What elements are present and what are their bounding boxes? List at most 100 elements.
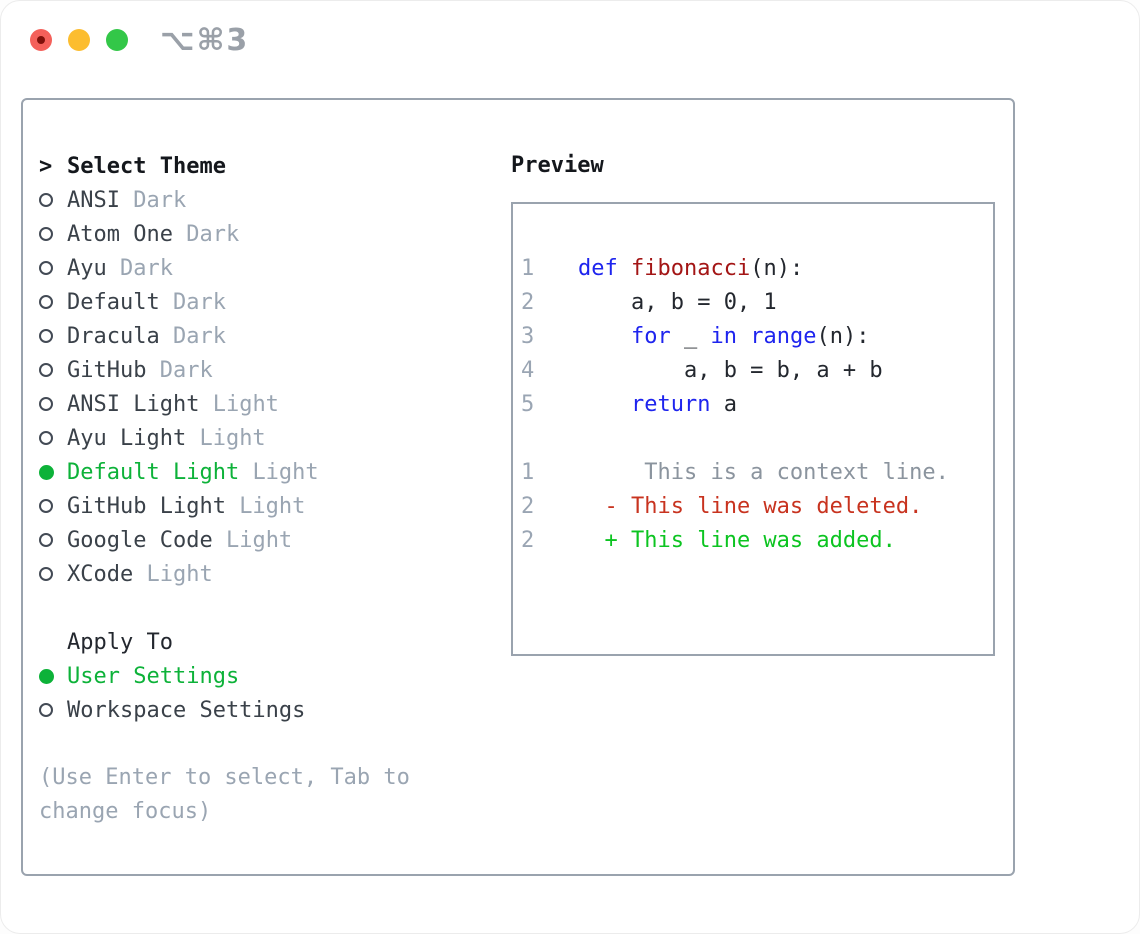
token-kw: return — [630, 392, 711, 417]
token-add: + This line was added. — [578, 528, 896, 553]
theme-variant-label: Light — [199, 425, 266, 451]
line-number: 5 — [521, 392, 535, 417]
apply-option-label: Workspace Settings — [67, 697, 306, 723]
radio-icon — [39, 363, 53, 377]
theme-name: Atom One — [67, 221, 187, 247]
radio-icon — [39, 431, 53, 445]
keyboard-hint-text: (Use Enter to select, Tab to change focu… — [39, 765, 410, 824]
theme-variant-label: Dark — [159, 357, 213, 383]
bullet-cell — [39, 261, 67, 275]
spacer — [39, 591, 479, 625]
theme-variant-label: Dark — [172, 323, 226, 349]
theme-option-google-code[interactable]: Google Code Light — [39, 523, 479, 557]
theme-option-github-light[interactable]: GitHub Light Light — [39, 489, 479, 523]
theme-name: XCode — [67, 561, 147, 587]
theme-name: Default — [67, 289, 173, 315]
line-number: 4 — [521, 358, 535, 383]
radio-icon — [39, 261, 53, 275]
token-pl: a, b = 0, 1 — [578, 290, 777, 315]
radio-selected-icon — [39, 464, 54, 480]
radio-icon — [39, 533, 53, 547]
radio-icon — [39, 397, 53, 411]
theme-option-ansi[interactable]: ANSI Dark — [39, 183, 479, 217]
blank-line — [521, 422, 993, 456]
minimize-button[interactable] — [68, 29, 90, 51]
radio-icon — [39, 499, 53, 513]
radio-icon — [39, 703, 53, 717]
theme-option-atom-one[interactable]: Atom One Dark — [39, 217, 479, 251]
code-line: 3 for _ in range(n): — [521, 320, 993, 354]
theme-name: Default Light — [67, 459, 253, 485]
window-title: ⌥⌘3 — [160, 22, 250, 58]
theme-variant-label: Light — [146, 561, 213, 587]
token-kw: range — [750, 324, 817, 349]
radio-selected-icon — [39, 668, 54, 684]
bullet-cell — [39, 499, 67, 513]
theme-variant-label: Light — [225, 527, 293, 553]
code-line: 2 - This line was deleted. — [521, 490, 993, 524]
theme-name: ANSI — [67, 187, 134, 213]
theme-variant-label: Light — [239, 493, 306, 519]
apply-to-header-row: Apply To — [39, 625, 479, 659]
bullet-cell — [39, 431, 67, 445]
theme-option-ayu[interactable]: Ayu Dark — [39, 251, 479, 285]
apply-option-workspace-settings[interactable]: Workspace Settings — [39, 693, 479, 727]
theme-name: Dracula — [67, 323, 173, 349]
code-line: 1 This is a context line. — [521, 456, 993, 490]
token-pl: a — [710, 392, 737, 417]
spacer — [39, 727, 479, 761]
theme-variant-label: Dark — [133, 187, 187, 213]
token-pl — [618, 256, 631, 281]
line-number: 2 — [521, 290, 535, 315]
theme-option-xcode[interactable]: XCode Light — [39, 557, 479, 591]
theme-variant-label: Dark — [119, 255, 173, 281]
line-number: 3 — [521, 324, 535, 349]
theme-option-github[interactable]: GitHub Dark — [39, 353, 479, 387]
maximize-button[interactable] — [106, 29, 128, 51]
line-number: 2 — [521, 528, 535, 553]
theme-option-default[interactable]: Default Dark — [39, 285, 479, 319]
theme-option-ayu-light[interactable]: Ayu Light Light — [39, 421, 479, 455]
preview-heading: Preview — [511, 153, 604, 178]
theme-option-ansi-light[interactable]: ANSI Light Light — [39, 387, 479, 421]
theme-name: GitHub — [67, 357, 160, 383]
token-pl — [737, 324, 750, 349]
theme-name: Ayu — [67, 255, 120, 281]
radio-icon — [39, 329, 53, 343]
line-number: 1 — [521, 460, 535, 485]
select-theme-heading: Select Theme — [67, 153, 226, 179]
bullet-cell — [39, 363, 67, 377]
close-button[interactable] — [30, 29, 52, 51]
bullet-cell — [39, 329, 67, 343]
token-kw: in — [710, 324, 737, 349]
apply-option-user-settings[interactable]: User Settings — [39, 659, 479, 693]
select-theme-header-row: > Select Theme — [39, 149, 479, 183]
theme-variant-label: Dark — [186, 221, 240, 247]
line-number: 1 — [521, 256, 535, 281]
token-pl: (n): — [816, 324, 870, 349]
line-number: 2 — [521, 494, 535, 519]
close-dot-icon — [37, 36, 45, 44]
token-kw: def — [578, 256, 618, 281]
code-preview-box: 1 def fibonacci (n): 2 a, b = 0, 1 3 for _ i… — [511, 202, 995, 656]
radio-icon — [39, 227, 53, 241]
token-pl: _ — [670, 324, 711, 349]
theme-option-dracula[interactable]: Dracula Dark — [39, 319, 479, 353]
theme-variant-label: Light — [252, 459, 319, 485]
bullet-cell — [39, 193, 67, 207]
token-fn: fibonacci — [631, 256, 751, 281]
theme-variant-label: Light — [212, 391, 279, 417]
bullet-cell — [39, 668, 67, 684]
bullet-cell — [39, 227, 67, 241]
bullet-cell — [39, 295, 67, 309]
token-pl: a, b = b, a + b — [578, 358, 883, 383]
theme-variant-label: Dark — [172, 289, 226, 315]
token-pl — [578, 392, 631, 417]
theme-option-default-light[interactable]: Default Light Light — [39, 455, 479, 489]
radio-icon — [39, 567, 53, 581]
